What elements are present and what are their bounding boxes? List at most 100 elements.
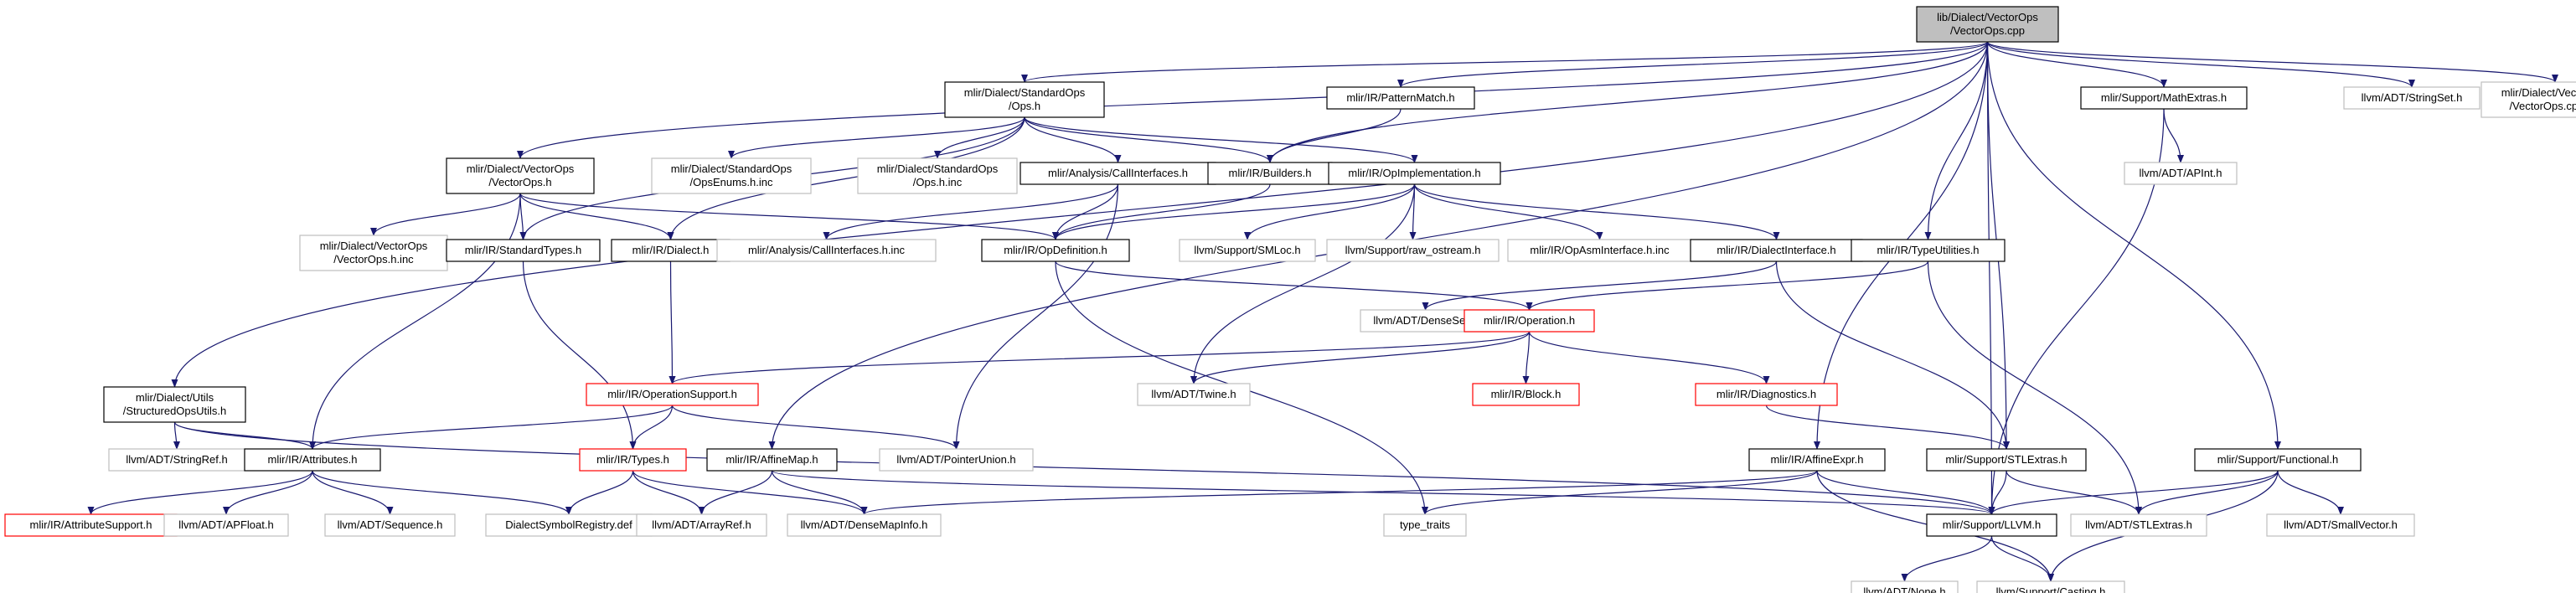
node-box xyxy=(1137,383,1251,406)
node-rawos[interactable]: llvm/Support/raw_ostream.h xyxy=(1326,239,1500,262)
node-vecopsh[interactable]: mlir/Dialect/VectorOps/VectorOps.h xyxy=(446,157,595,194)
node-label: mlir/IR/Attributes.h xyxy=(268,453,358,466)
edge-vecopsh-to-dialect xyxy=(519,193,674,240)
node-dialectif[interactable]: mlir/IR/DialectInterface.h xyxy=(1690,239,1863,262)
node-opdef[interactable]: mlir/IR/OpDefinition.h xyxy=(981,239,1130,262)
node-label: lib/Dialect/VectorOps xyxy=(1937,11,2038,23)
node-vecopsinc[interactable]: mlir/Dialect/VectorOps/VectorOps.cpp.inc xyxy=(2480,81,2576,118)
node-smallvector[interactable]: llvm/ADT/SmallVector.h xyxy=(2266,513,2415,537)
node-label: llvm/Support/SMLoc.h xyxy=(1194,244,1300,256)
node-label: /VectorOps.h xyxy=(488,176,551,188)
node-box xyxy=(1472,383,1580,406)
node-box xyxy=(944,81,1105,118)
edge-dialectif-to-stlextras xyxy=(1775,260,2010,450)
node-opsenums[interactable]: mlir/Dialect/StandardOps/OpsEnums.h.inc xyxy=(651,157,812,194)
edge-types-to-dialsymreg xyxy=(565,470,634,515)
edge-affinemap-to-llvmh xyxy=(771,470,1995,515)
edge-operation-to-opsupport xyxy=(669,331,1531,384)
node-apint[interactable]: llvm/ADT/APInt.h xyxy=(2124,162,2238,185)
node-callif[interactable]: mlir/Analysis/CallInterfaces.h xyxy=(1020,162,1216,185)
node-box xyxy=(103,386,246,423)
node-label: mlir/Support/Functional.h xyxy=(2217,453,2339,466)
node-stringset[interactable]: llvm/ADT/StringSet.h xyxy=(2343,86,2480,110)
node-none[interactable]: llvm/ADT/None.h xyxy=(1851,580,1959,593)
node-operation[interactable]: mlir/IR/Operation.h xyxy=(1464,309,1595,333)
node-sequence[interactable]: llvm/ADT/Sequence.h xyxy=(324,513,456,537)
node-affinemap[interactable]: mlir/IR/AffineMap.h xyxy=(706,448,838,472)
node-label: /StructuredOpsUtils.h xyxy=(123,405,227,417)
node-label: llvm/ADT/APFloat.h xyxy=(178,518,273,531)
edge-llvmh-to-none xyxy=(1901,535,1993,582)
edge-root-to-typeutil xyxy=(1924,41,1989,240)
edge-root-to-stringset xyxy=(1986,41,2415,88)
node-label: mlir/IR/PatternMatch.h xyxy=(1346,91,1454,104)
node-label: llvm/ADT/PointerUnion.h xyxy=(896,453,1015,466)
edge-opdef-to-operation xyxy=(1055,260,1533,311)
node-smloc[interactable]: llvm/Support/SMLoc.h xyxy=(1179,239,1316,262)
node-stlextras[interactable]: mlir/Support/STLExtras.h xyxy=(1926,448,2087,472)
edge-opsupport-to-attributes xyxy=(309,405,674,450)
edge-affineexpr-to-densemapinfo xyxy=(860,470,1818,515)
edge-vecopsh-to-vecopshinc xyxy=(370,193,521,236)
edge-root-to-stdops xyxy=(1021,41,1989,83)
node-label: mlir/IR/Operation.h xyxy=(1484,314,1575,327)
node-label: DialectSymbolRegistry.def xyxy=(505,518,632,531)
edge-opimpl-to-smloc xyxy=(1244,183,1416,240)
node-box xyxy=(2080,86,2248,110)
node-block[interactable]: mlir/IR/Block.h xyxy=(1472,383,1580,406)
node-ptrunion[interactable]: llvm/ADT/PointerUnion.h xyxy=(879,448,1034,472)
node-attrsupport[interactable]: mlir/IR/AttributeSupport.h xyxy=(4,513,178,537)
node-llvmstlextras[interactable]: llvm/ADT/STLExtras.h xyxy=(2070,513,2207,537)
edge-vecopsh-to-opdef xyxy=(519,193,1059,240)
node-box xyxy=(108,448,245,472)
node-opimpl[interactable]: mlir/IR/OpImplementation.h xyxy=(1328,162,1501,185)
node-diagnostics[interactable]: mlir/IR/Diagnostics.h xyxy=(1695,383,1838,406)
node-stringref[interactable]: llvm/ADT/StringRef.h xyxy=(108,448,245,472)
edge-root-to-functional xyxy=(1986,41,2281,450)
edge-attributes-to-sequence xyxy=(312,470,394,515)
node-label: llvm/ADT/Sequence.h xyxy=(338,518,443,531)
node-mathextras[interactable]: mlir/Support/MathExtras.h xyxy=(2080,86,2248,110)
node-functional[interactable]: mlir/Support/Functional.h xyxy=(2194,448,2362,472)
node-llvmh[interactable]: mlir/Support/LLVM.h xyxy=(1926,513,2057,537)
node-opsupport[interactable]: mlir/IR/OperationSupport.h xyxy=(586,383,759,406)
node-typeutil[interactable]: mlir/IR/TypeUtilities.h xyxy=(1851,239,2006,262)
node-label: mlir/IR/OpDefinition.h xyxy=(1004,244,1107,256)
node-label: mlir/IR/TypeUtilities.h xyxy=(1877,244,1979,256)
edge-callif-to-callifinc xyxy=(823,183,1119,240)
edge-opimpl-to-opdef xyxy=(1052,183,1416,240)
node-densemapinfo[interactable]: llvm/ADT/DenseMapInfo.h xyxy=(787,513,942,537)
node-label: llvm/ADT/SmallVector.h xyxy=(2284,518,2398,531)
node-callifinc[interactable]: mlir/Analysis/CallInterfaces.h.inc xyxy=(716,239,937,262)
node-box xyxy=(1507,239,1692,262)
node-stdtypes[interactable]: mlir/IR/StandardTypes.h xyxy=(446,239,601,262)
edge-structops-to-attributes xyxy=(173,421,316,450)
node-arrayref[interactable]: llvm/ADT/ArrayRef.h xyxy=(636,513,767,537)
edge-diagnostics-to-stlextras xyxy=(1765,405,2010,450)
node-label: mlir/Dialect/VectorOps xyxy=(320,240,428,252)
node-label: mlir/IR/AffineExpr.h xyxy=(1770,453,1863,466)
edge-operation-to-twine xyxy=(1190,331,1531,384)
node-structops[interactable]: mlir/Dialect/Utils/StructuredOpsUtils.h xyxy=(103,386,246,423)
edge-mathextras-to-apint xyxy=(2163,108,2184,163)
node-dialect[interactable]: mlir/IR/Dialect.h xyxy=(611,239,730,262)
node-vecopshinc[interactable]: mlir/Dialect/VectorOps/VectorOps.h.inc xyxy=(299,235,448,271)
node-root[interactable]: lib/Dialect/VectorOps/VectorOps.cpp xyxy=(1916,6,2059,43)
node-box xyxy=(1926,448,2087,472)
node-dialsymreg[interactable]: DialectSymbolRegistry.def xyxy=(485,513,653,537)
node-attributes[interactable]: mlir/IR/Attributes.h xyxy=(244,448,381,472)
node-typetraits[interactable]: type_traits xyxy=(1383,513,1467,537)
node-affineexpr[interactable]: mlir/IR/AffineExpr.h xyxy=(1748,448,1886,472)
node-twine[interactable]: llvm/ADT/Twine.h xyxy=(1137,383,1251,406)
node-stdops[interactable]: mlir/Dialect/StandardOps/Ops.h xyxy=(944,81,1105,118)
node-apfloat[interactable]: llvm/ADT/APFloat.h xyxy=(163,513,289,537)
node-patmatch[interactable]: mlir/IR/PatternMatch.h xyxy=(1326,86,1475,110)
node-builders[interactable]: mlir/IR/Builders.h xyxy=(1207,162,1333,185)
node-types[interactable]: mlir/IR/Types.h xyxy=(579,448,687,472)
node-opshinc[interactable]: mlir/Dialect/StandardOps/Ops.h.inc xyxy=(857,157,1018,194)
node-label: /OpsEnums.h.inc xyxy=(690,176,773,188)
edge-attributes-to-dialsymreg xyxy=(312,470,572,515)
node-box xyxy=(2480,81,2576,118)
node-casting[interactable]: llvm/Support/Casting.h xyxy=(1976,580,2125,593)
node-opasminc[interactable]: mlir/IR/OpAsmInterface.h.inc xyxy=(1507,239,1692,262)
